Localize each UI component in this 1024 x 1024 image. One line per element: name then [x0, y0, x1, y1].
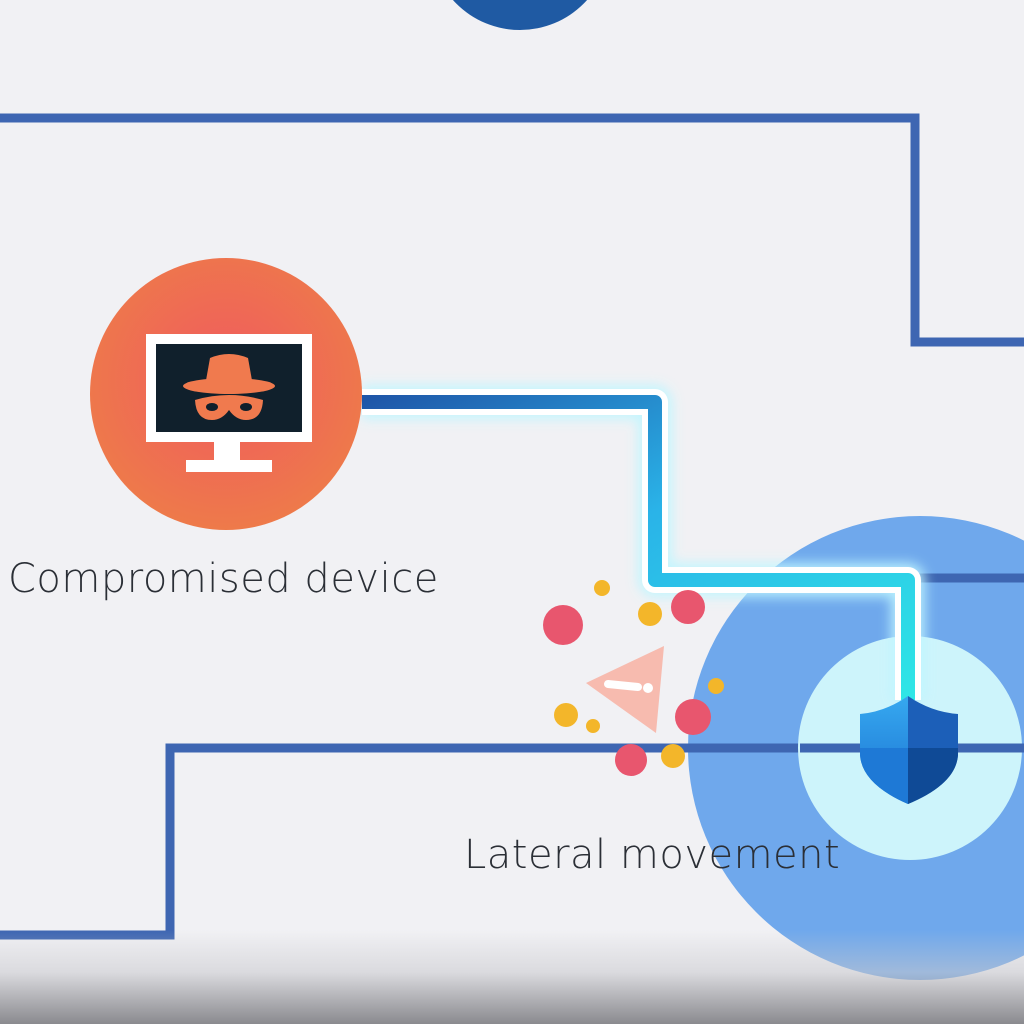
top-node-circle: [452, 0, 588, 30]
compromised-device-label: Compromised device: [8, 556, 439, 602]
defender-shield-icon: [860, 696, 958, 804]
warning-triangle-icon: [586, 646, 664, 733]
lateral-movement-label: Lateral movement: [464, 832, 841, 878]
attack-path: [362, 385, 925, 700]
alert-burst: [543, 580, 724, 776]
hacker-monitor-icon: [146, 334, 312, 472]
